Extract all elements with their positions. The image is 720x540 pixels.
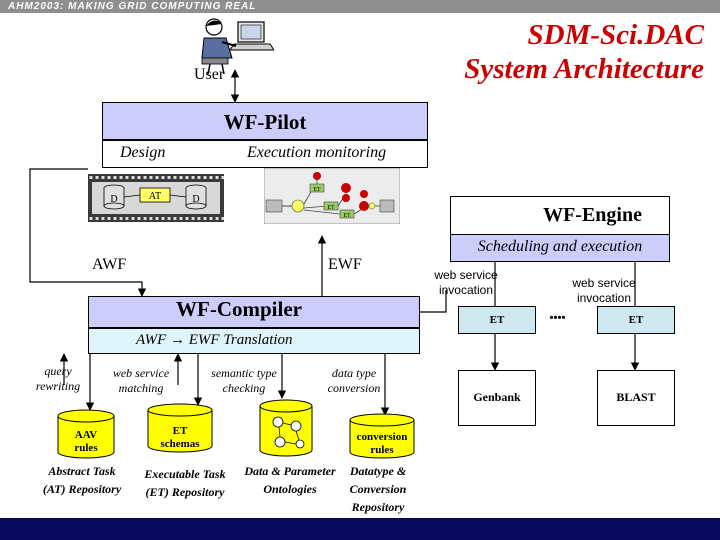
invocation-1-line2: invocation [438, 283, 494, 297]
caption-at-line2: (AT) Repository [42, 482, 122, 496]
translation-band [88, 328, 420, 354]
slide-title-line1: SDM-Sci.DAC [527, 19, 704, 51]
monitor-status-dot [360, 190, 368, 198]
design-node-d1-label: D [110, 194, 117, 205]
invocation-2-line1: web service [572, 276, 636, 290]
function-4-line1: data type [331, 366, 377, 380]
wf-engine-scheduling-band [450, 234, 670, 262]
wf-compiler-title: WF-Compiler [176, 297, 302, 321]
slide-title-line2: System Architecture [464, 53, 704, 85]
et-schemas-cylinder: ET schemas [147, 403, 213, 453]
aav-rules-cylinder: AAV rules [57, 409, 115, 459]
caption-datatype-repository: Datatype & Conversion Repository [338, 462, 418, 516]
caption-at-line1: Abstract Task [48, 464, 116, 478]
design-node-d1: D [103, 184, 125, 210]
genbank-service-box [458, 370, 536, 426]
web-service-invocation-1: web service invocation [432, 268, 500, 298]
wf-engine-header [450, 196, 670, 234]
wf-pilot-tabs [102, 140, 428, 168]
design-workflow-graphic: D AT D [88, 174, 224, 222]
caption-datatype-line3: Repository [351, 500, 405, 514]
aav-rules-line1: AAV [75, 429, 97, 441]
caption-datatype-line2: Conversion [349, 482, 407, 496]
awf-flow-label: AWF [92, 256, 127, 273]
monitor-status-dot [313, 172, 321, 180]
invocation-1-line1: web service [434, 268, 498, 282]
wf-pilot-title: WF-Pilot [223, 110, 307, 134]
banner-text: AHM2003: MAKING GRID COMPUTING REAL [8, 1, 257, 12]
conversion-rules-line2: rules [370, 444, 394, 456]
design-node-at-label: AT [149, 191, 161, 202]
caption-ontologies-line2: Ontologies [263, 482, 317, 496]
caption-datatype-line1: Datatype & [349, 464, 407, 478]
translation-prefix: AWF [136, 332, 167, 348]
ontology-graph-icon [272, 416, 305, 449]
caption-et-line1: Executable Task [144, 467, 226, 481]
et-schemas-line1: ET [173, 425, 188, 437]
translation-suffix: EWF Translation [188, 332, 293, 348]
wf-pilot-header [102, 102, 428, 140]
design-node-d2-label: D [192, 194, 199, 205]
engine-ellipsis: .... [549, 302, 566, 324]
wf-engine-title: WF-Engine [543, 204, 642, 226]
engine-et-box-2 [597, 306, 675, 334]
blast-label: BLAST [616, 390, 656, 404]
monitor-node-et1-label: ET [313, 187, 321, 193]
function-2-line1: web service [112, 366, 170, 380]
translation-label: AWF → EWF Translation [136, 332, 293, 349]
bottom-footer-bar [0, 518, 720, 540]
function-1-line1: query [44, 364, 72, 378]
monitor-status-dot [341, 183, 351, 193]
monitor-status-dot [342, 194, 350, 202]
aav-rules-line2: rules [74, 442, 98, 454]
function-semantic-type-checking: semantic type checking [202, 366, 286, 396]
caption-et-line2: (ET) Repository [145, 485, 225, 499]
blast-service-box [597, 370, 675, 426]
web-service-invocation-2: web service invocation [568, 276, 640, 306]
engine-et-box-1-label: ET [489, 314, 505, 326]
wf-compiler-header [88, 296, 420, 328]
translation-arrow-icon: → [170, 332, 186, 348]
caption-ontologies: Data & Parameter Ontologies [238, 462, 342, 498]
caption-et-repository: Executable Task (ET) Repository [134, 465, 236, 501]
ontology-cylinder [259, 399, 313, 457]
engine-et-box-2-label: ET [628, 314, 644, 326]
invocation-2-line2: invocation [576, 291, 632, 305]
function-1-line2: rewriting [35, 379, 81, 393]
function-3-line1: semantic type [211, 366, 277, 380]
user-at-computer-icon [201, 18, 274, 75]
function-query-rewriting: query rewriting [30, 364, 86, 394]
conversion-rules-line1: conversion [357, 431, 408, 443]
engine-et-box-1 [458, 306, 536, 334]
monitor-node-et3-label: ET [343, 213, 351, 219]
function-2-line2: matching [118, 381, 164, 395]
ewf-flow-label: EWF [328, 256, 362, 273]
top-banner: AHM2003: MAKING GRID COMPUTING REAL [0, 0, 720, 13]
function-4-line2: conversion [327, 381, 381, 395]
et-schemas-line2: schemas [160, 438, 200, 450]
monitor-node-et2-label: ET [327, 205, 335, 211]
genbank-label: Genbank [473, 390, 521, 404]
caption-at-repository: Abstract Task (AT) Repository [30, 462, 134, 498]
function-web-service-matching: web service matching [104, 366, 178, 396]
scheduling-execution-label: Scheduling and execution [477, 238, 643, 255]
execution-monitoring-label: Execution monitoring [247, 144, 387, 161]
function-3-line2: checking [222, 381, 266, 395]
design-label: Design [120, 144, 166, 161]
function-data-type-conversion: data type conversion [318, 366, 390, 396]
design-node-d2: D [185, 184, 207, 210]
execution-monitor-graphic: ET ET ET [264, 168, 400, 224]
user-label: User [194, 66, 225, 83]
caption-ontologies-line1: Data & Parameter [244, 464, 336, 478]
conversion-rules-cylinder: conversion rules [349, 413, 415, 459]
